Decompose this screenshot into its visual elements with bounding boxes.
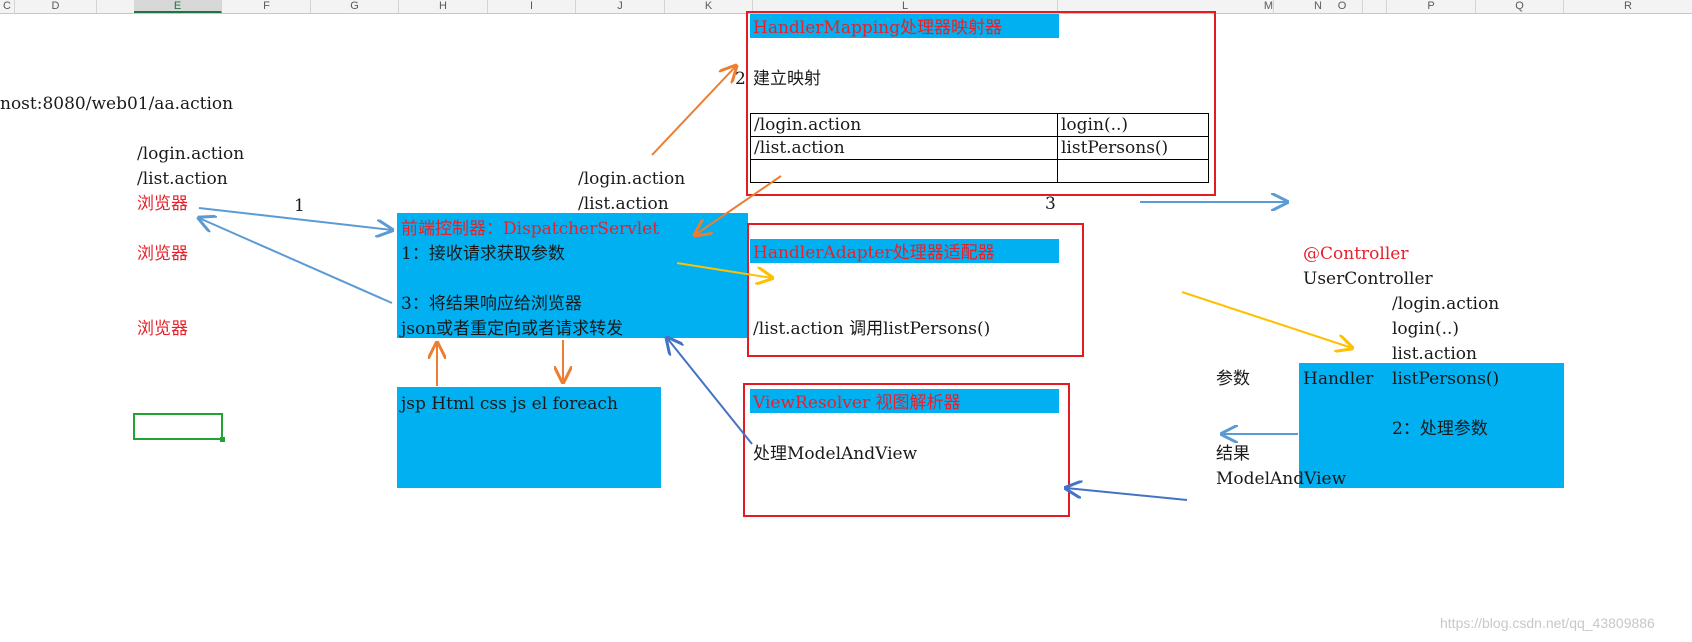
- column-header-g[interactable]: G: [311, 0, 399, 13]
- column-header-j[interactable]: J: [576, 0, 665, 13]
- browser-list-url: /list.action: [137, 169, 228, 189]
- arrow-adapter-to-handler: [1181, 291, 1352, 348]
- column-header-p[interactable]: P: [1387, 0, 1476, 13]
- result-label: 结果: [1216, 444, 1250, 464]
- model-and-view-label: ModelAndView: [1216, 469, 1347, 489]
- view-resolver-title: ViewResolver 视图解析器: [753, 393, 961, 413]
- front-controller-box[interactable]: [397, 213, 748, 338]
- browser-login-url: /login.action: [137, 144, 245, 164]
- request-url: nost:8080/web01/aa.action: [0, 94, 234, 114]
- mapping-url-cell[interactable]: [750, 159, 1058, 183]
- handler-adapter-title: HandlerAdapter处理器适配器: [753, 243, 995, 263]
- column-header-e[interactable]: E: [134, 0, 222, 13]
- view-tech-box[interactable]: [397, 387, 661, 488]
- table-row: /login.action login(..): [750, 113, 1209, 137]
- step-1-label: 1: [294, 196, 305, 216]
- mapping-method-cell[interactable]: [1057, 159, 1209, 183]
- browser-label-3: 浏览器: [137, 319, 188, 339]
- handler-label: Handler: [1303, 369, 1374, 389]
- view-resolver-text: 处理ModelAndView: [753, 444, 918, 464]
- column-header-bar: C D E F G H I J K L M N O P Q R: [0, 0, 1692, 14]
- handler-adapter-title-fill: [750, 239, 1059, 263]
- mapping-url-cell[interactable]: /login.action: [750, 113, 1058, 137]
- dispatcher-list-url: /list.action: [578, 194, 669, 214]
- step-3-label: 3: [1045, 194, 1056, 214]
- handler-adapter-text: /list.action 调用listPersons(): [753, 319, 991, 339]
- mapping-url-cell[interactable]: /list.action: [750, 136, 1058, 160]
- column-header-n[interactable]: N: [1274, 0, 1363, 13]
- front-controller-step-1: 1：接收请求获取参数: [401, 244, 565, 264]
- controller-step-2: 2：处理参数: [1392, 419, 1488, 439]
- arrow-mapping-to-dispatcher: [695, 175, 782, 235]
- table-row: /list.action listPersons(): [750, 136, 1209, 160]
- column-header-c[interactable]: C: [0, 0, 15, 13]
- controller-login-method: login(..): [1392, 319, 1460, 339]
- controller-name: UserController: [1303, 269, 1433, 289]
- column-header-i[interactable]: I: [488, 0, 576, 13]
- front-controller-step-3: 3：将结果响应给浏览器: [401, 294, 582, 314]
- arrow-dispatcher-to-browser: [199, 218, 393, 304]
- mapping-method-cell[interactable]: listPersons(): [1057, 136, 1209, 160]
- column-header-m[interactable]: M: [1058, 0, 1274, 13]
- selected-cell[interactable]: [133, 413, 225, 442]
- controller-list-method: listPersons(): [1392, 369, 1500, 389]
- front-controller-response-types: json或者重定向或者请求转发: [401, 319, 624, 339]
- column-header-k[interactable]: K: [665, 0, 753, 13]
- arrow-resolver-to-dispatcher: [667, 338, 753, 445]
- watermark: https://blog.csdn.net/qq_43809886: [1440, 615, 1655, 631]
- view-resolver-title-fill: [750, 389, 1059, 413]
- front-controller-title: 前端控制器：DispatcherServlet: [401, 219, 660, 239]
- params-label: 参数: [1216, 369, 1250, 389]
- column-header-r[interactable]: R: [1564, 0, 1692, 13]
- view-resolver-frame[interactable]: [743, 383, 1070, 517]
- controller-annotation: @Controller: [1303, 244, 1409, 264]
- column-header-d[interactable]: D: [15, 0, 97, 13]
- browser-label-1: 浏览器: [137, 194, 188, 214]
- handler-mapping-frame[interactable]: [746, 11, 1216, 196]
- arrow-dispatcher-to-adapter: [676, 262, 772, 278]
- handler-mapping-title: HandlerMapping处理器映射器: [753, 18, 1002, 38]
- mapping-method-cell[interactable]: login(..): [1057, 113, 1209, 137]
- arrow-browser-to-dispatcher: [198, 207, 392, 230]
- table-row: [750, 159, 1209, 183]
- step-2-label: 2: [735, 69, 746, 89]
- controller-list-url: list.action: [1392, 344, 1477, 364]
- handler-mapping-title-fill: [750, 14, 1059, 38]
- handler-box[interactable]: [1299, 363, 1564, 488]
- browser-label-2: 浏览器: [137, 244, 188, 264]
- arrow-dispatcher-to-mapping: [651, 66, 736, 156]
- column-header-l[interactable]: L: [753, 0, 1058, 13]
- handler-mapping-table: /login.action login(..) /list.action lis…: [750, 113, 1209, 183]
- column-header-f[interactable]: F: [223, 0, 311, 13]
- column-header-q[interactable]: Q: [1476, 0, 1564, 13]
- column-header-o[interactable]: O: [1298, 0, 1387, 13]
- handler-adapter-frame[interactable]: [747, 223, 1084, 357]
- dispatcher-login-url: /login.action: [578, 169, 686, 189]
- view-tech-text: jsp Html css js el foreach: [401, 394, 618, 414]
- handler-mapping-subtitle: 建立映射: [753, 69, 821, 89]
- arrow-handler-to-resolver: [1066, 488, 1188, 501]
- controller-login-url: /login.action: [1392, 294, 1500, 314]
- column-header-h[interactable]: H: [399, 0, 488, 13]
